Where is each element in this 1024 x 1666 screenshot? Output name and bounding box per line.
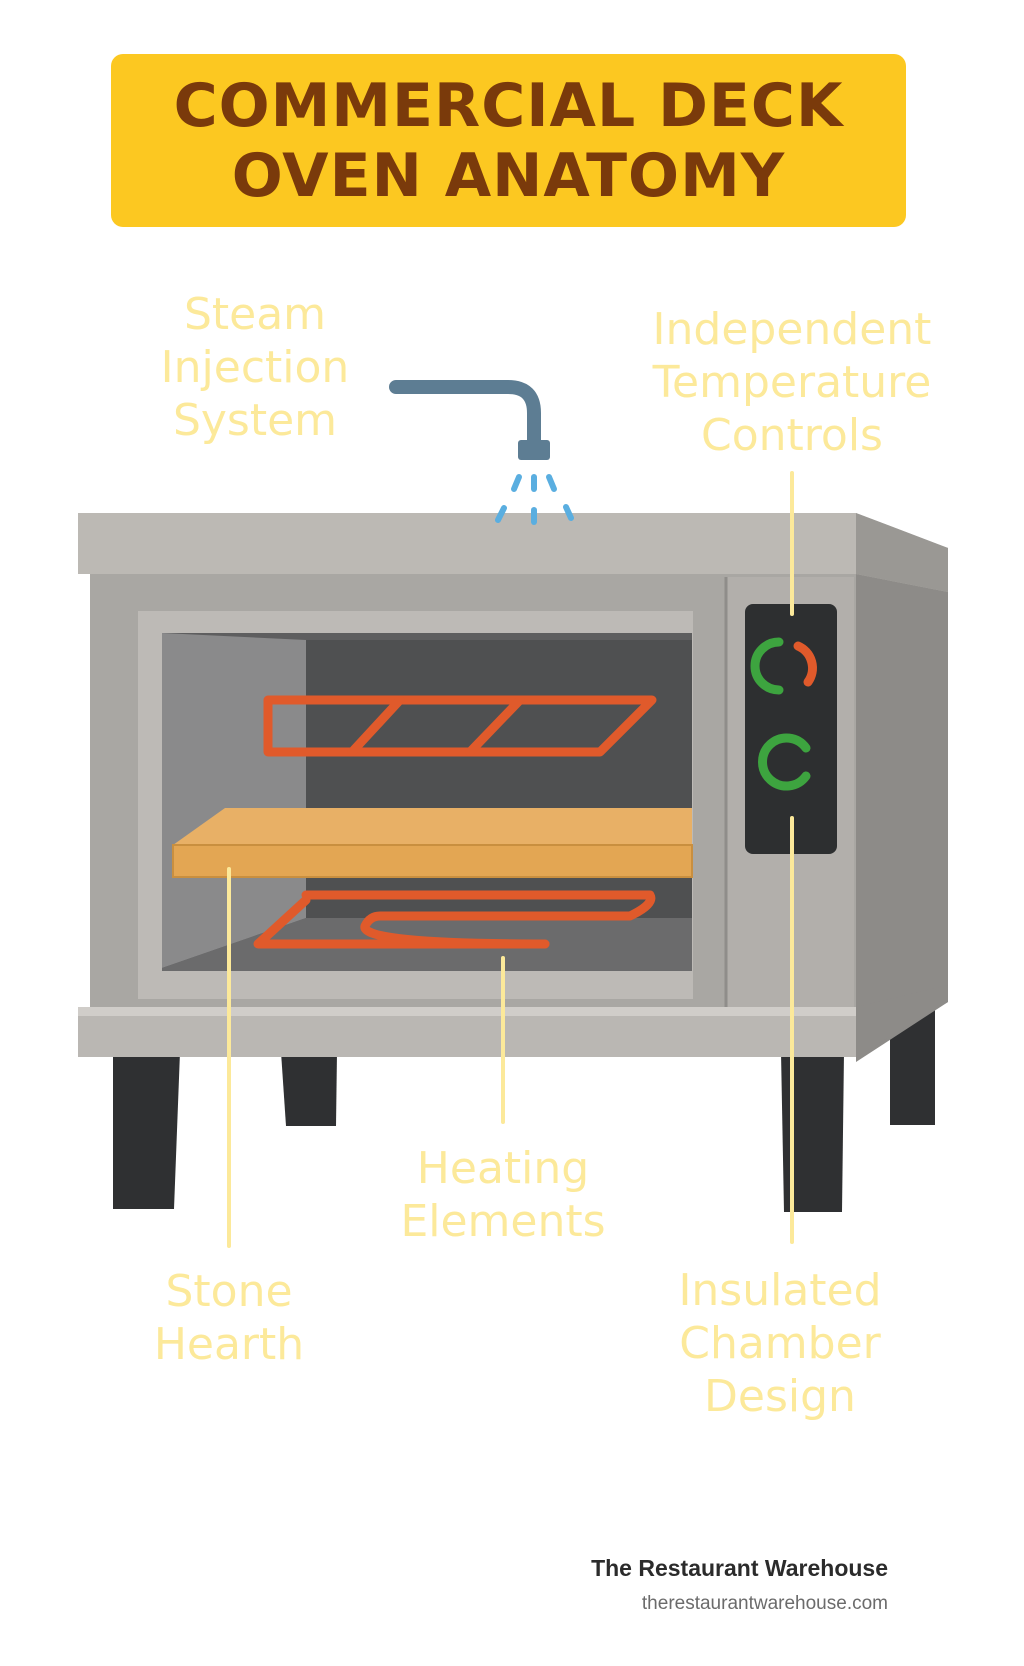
label-temperature-line-3: Controls	[701, 410, 883, 461]
leader-lines	[227, 471, 794, 1248]
label-stone-hearth: Stone Hearth	[129, 1265, 329, 1371]
heating-element-upper	[263, 695, 657, 757]
label-insulated-line-3: Design	[704, 1371, 856, 1422]
stone-hearth	[172, 808, 693, 878]
label-steam-injection-system: Steam Injection System	[135, 288, 375, 447]
brand-url: therestaurantwarehouse.com	[641, 1593, 888, 1614]
label-hearth-line-1: Stone	[165, 1266, 293, 1317]
oven-base	[78, 985, 948, 1057]
temperature-dial-bottom	[758, 733, 811, 791]
label-steam-line-2: Injection	[160, 342, 350, 393]
label-heating-elements: Heating Elements	[383, 1142, 623, 1248]
label-steam-line-3: System	[172, 395, 338, 446]
label-temperature-line-1: Independent	[652, 304, 932, 355]
temperature-dial-top	[750, 637, 817, 695]
brand-footer: The Restaurant Warehouse therestaurantwa…	[591, 1553, 888, 1617]
label-insulated-line-1: Insulated	[678, 1265, 882, 1316]
label-steam-line-1: Steam	[183, 289, 327, 340]
label-insulated-line-2: Chamber	[679, 1318, 881, 1369]
brand-name: The Restaurant Warehouse	[591, 1555, 888, 1581]
label-temperature-line-2: Temperature	[652, 357, 932, 408]
label-insulated-chamber-design: Insulated Chamber Design	[660, 1264, 900, 1423]
steam-pipe	[389, 380, 550, 460]
title-line-2: OVEN ANATOMY	[231, 140, 786, 211]
title-banner: COMMERCIAL DECK OVEN ANATOMY	[111, 54, 906, 227]
oven-top-slab	[78, 513, 948, 592]
temperature-control-panel	[745, 604, 837, 854]
oven-side-panel	[856, 518, 948, 1062]
label-heating-line-1: Heating	[416, 1143, 590, 1194]
label-hearth-line-2: Hearth	[153, 1319, 305, 1370]
oven-legs	[113, 990, 935, 1212]
heating-element-lower	[253, 890, 656, 949]
steam-spray	[495, 474, 574, 525]
label-heating-line-2: Elements	[400, 1196, 606, 1247]
label-independent-temperature-controls: Independent Temperature Controls	[632, 303, 952, 462]
title-line-1: COMMERCIAL DECK	[173, 70, 844, 141]
